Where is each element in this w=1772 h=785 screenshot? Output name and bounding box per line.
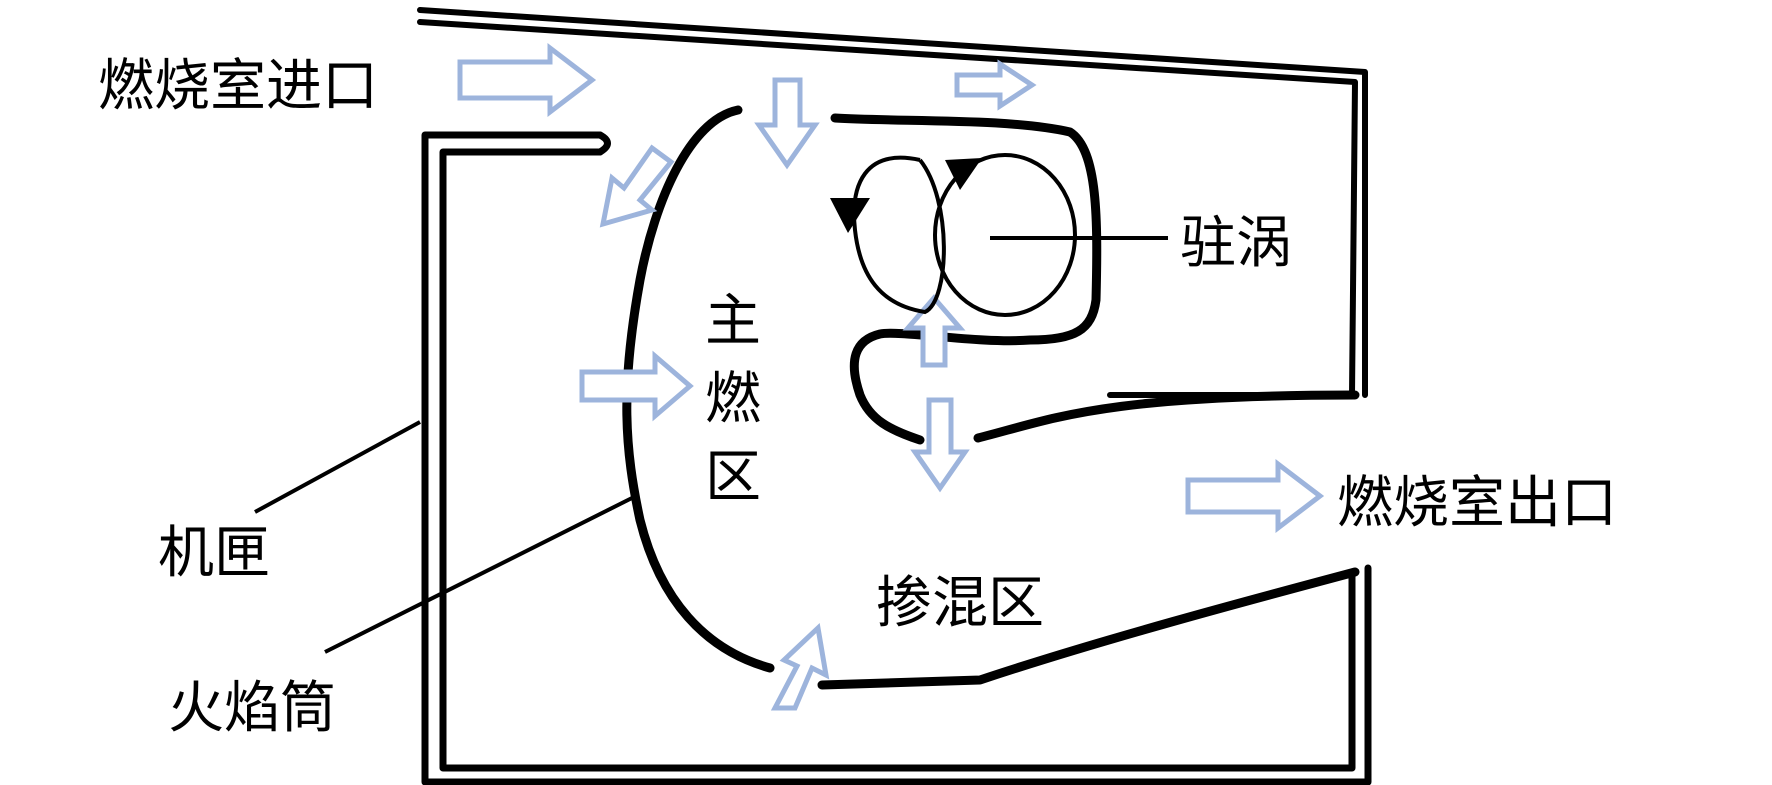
casing-label: 机匣 — [158, 521, 270, 586]
outlet-flow-arrow — [1185, 458, 1325, 534]
vortex-up-flow-arrow — [902, 294, 966, 368]
leader-lines — [254, 236, 1168, 654]
flow-arrows — [457, 42, 1325, 711]
trapped-vortex — [830, 153, 1077, 317]
dilution-zone-label: 掺混区 — [876, 571, 1044, 636]
vortex-left-loop — [852, 155, 946, 315]
inlet-flow-arrow — [457, 42, 597, 118]
primary-zone-label-1: 主 — [705, 289, 761, 354]
vortex-down-flow-arrow — [910, 397, 970, 493]
outlet-label: 燃烧室出口 — [1337, 471, 1617, 536]
cavity-feed-flow-arrow — [754, 77, 820, 170]
primary-zone-flow-arrow — [579, 350, 694, 422]
casing-leader-line — [254, 420, 421, 514]
vortex-arrowhead-right-icon — [945, 158, 982, 190]
liner — [622, 105, 1360, 690]
dilution-feed-flow-arrow — [770, 622, 830, 711]
liner-front-flow-arrow — [599, 144, 675, 228]
primary-zone-label-2: 燃 — [705, 367, 761, 432]
inlet-label: 燃烧室进口 — [98, 54, 378, 119]
vortex-right-loop — [933, 153, 1077, 317]
top-bypass-flow-arrow — [954, 59, 1037, 111]
liner-label: 火焰筒 — [168, 676, 336, 741]
liner-leader-line — [324, 496, 633, 654]
vortex-arrowhead-left-icon — [830, 198, 870, 233]
primary-zone-label-3: 区 — [705, 445, 761, 510]
vortex-label: 驻涡 — [1180, 211, 1292, 276]
